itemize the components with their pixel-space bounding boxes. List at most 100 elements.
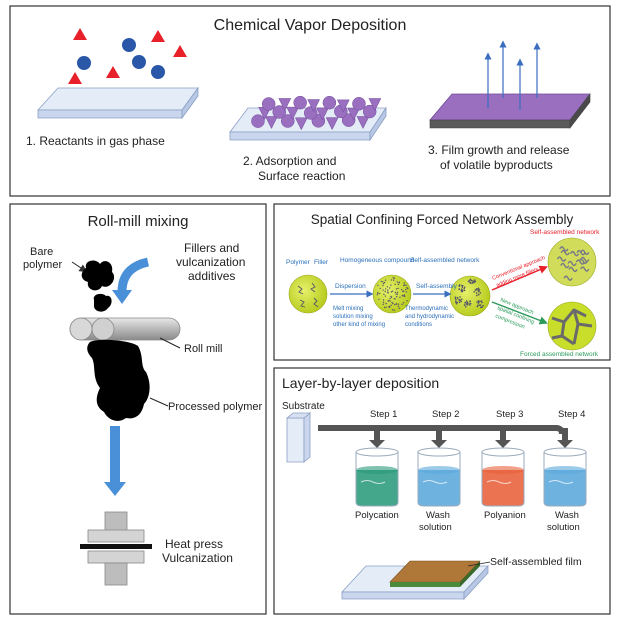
adsorbed-sphere — [272, 105, 286, 119]
cluster-dot — [476, 301, 478, 303]
cvd-panel: Chemical Vapor Deposition 1. Reactants i… — [9, 5, 611, 197]
bare-polymer-pointer — [71, 261, 88, 273]
cluster-dot — [455, 298, 457, 301]
filler-dot — [392, 279, 395, 281]
network-strand — [560, 249, 570, 256]
cluster-dot — [469, 302, 472, 305]
cluster-dot — [455, 301, 457, 304]
cluster-dot — [458, 288, 461, 290]
network-strand — [575, 259, 585, 265]
press-arrow-head — [104, 482, 126, 496]
cvd-step3-label-line2: of volatile byproducts — [440, 158, 553, 172]
filler-dot — [399, 296, 401, 299]
filler-dot — [405, 284, 407, 287]
filler-dot — [385, 302, 387, 305]
cluster-dot — [476, 305, 479, 308]
beaker-3 — [481, 447, 525, 507]
filler-dot — [387, 289, 389, 291]
cluster-dot — [456, 296, 459, 299]
homogeneous-label: Homogeneous compound — [340, 257, 415, 264]
spatial-title: Spatial Confining Forced Network Assembl… — [311, 212, 574, 227]
roll-mill-pointer — [159, 337, 181, 349]
filler-dot — [394, 283, 396, 286]
cluster-dot — [471, 279, 473, 282]
heat-press — [80, 511, 152, 586]
network-strand — [580, 266, 590, 272]
adsorbed-cone — [278, 98, 292, 112]
cluster-dot — [464, 306, 467, 308]
filler-dot — [393, 298, 396, 300]
cluster-dot — [460, 298, 463, 301]
adsorbed-cone — [286, 106, 300, 120]
lbl-panel: Layer-by-layer deposition Substrate Step… — [273, 367, 611, 615]
beaker4-label-line2: solution — [547, 522, 580, 533]
filler-dot — [382, 303, 384, 306]
beaker-4 — [543, 447, 587, 507]
filler-dot — [385, 306, 387, 308]
cluster-dot — [479, 292, 482, 294]
filler-dot — [397, 283, 400, 286]
filler-dot — [395, 295, 398, 298]
cluster-dot — [455, 300, 457, 302]
filler-dot — [403, 282, 405, 284]
filler-dot — [398, 307, 401, 309]
filler-dot — [401, 303, 403, 306]
filler-dot — [400, 289, 403, 291]
adsorbed-cone — [316, 107, 329, 121]
cluster-dot — [473, 279, 476, 281]
processed-pointer — [149, 397, 169, 407]
heat-press-label-line1: Heat press — [165, 537, 223, 551]
byproduct-arrows — [484, 40, 541, 110]
filler-dot — [396, 281, 399, 283]
heat-press-label-line2: Vulcanization — [162, 551, 233, 565]
network-strand — [578, 258, 588, 264]
bare-polymer-label-line1: Bare — [30, 246, 53, 258]
cluster-dot — [477, 302, 480, 305]
cluster-dot — [479, 306, 482, 309]
beaker-2 — [417, 447, 461, 507]
filler-dot — [405, 288, 407, 291]
network-strand — [556, 256, 567, 262]
cluster-dot — [479, 304, 482, 306]
beaker4-label-line1: Wash — [555, 510, 579, 521]
adsorbed-sphere — [352, 97, 366, 111]
filler-dot — [402, 290, 405, 292]
beakers — [355, 447, 587, 507]
filler-dot — [391, 301, 393, 304]
substrate-label: Substrate — [282, 401, 325, 412]
network-strand — [576, 249, 586, 256]
adsorbed-cone — [347, 107, 361, 121]
cvd-slab-3 — [429, 93, 591, 129]
fillers-label-line1: Fillers and — [184, 241, 239, 255]
thermo-label-line2: and hydrodynamic — [405, 314, 454, 320]
cluster-dot — [468, 279, 471, 282]
filler-dot — [389, 287, 391, 289]
filler-dot — [403, 294, 406, 296]
bare-polymer-label-line2: polymer — [23, 259, 62, 271]
self-assembled-film — [341, 560, 489, 601]
filler-dot — [390, 296, 393, 298]
cvd-slab-1 — [37, 86, 199, 120]
adsorbed-cone — [368, 98, 382, 112]
press-arrow-shaft — [110, 426, 120, 484]
filler-dot — [395, 288, 398, 290]
cluster-dot — [461, 286, 464, 289]
adsorbed-cone — [336, 99, 350, 113]
cluster-dot — [469, 300, 471, 303]
adsorbed-sphere — [293, 95, 307, 110]
cvd-step2-label-line1: 2. Adsorption and — [243, 154, 336, 168]
adsorbed-cone — [265, 116, 278, 130]
cluster-dot — [458, 285, 461, 287]
cluster-dot — [474, 280, 477, 283]
cluster-dot — [460, 284, 463, 287]
filler-dot — [382, 299, 385, 301]
roll-mill-rollers — [69, 317, 181, 341]
filler-dot — [397, 303, 400, 305]
filler-dot — [377, 284, 379, 287]
cluster-dot — [463, 286, 466, 288]
cluster-dot — [473, 291, 476, 293]
dispersion-label: Dispersion — [335, 283, 366, 290]
cluster-dot — [478, 300, 481, 303]
network-strand — [580, 249, 590, 255]
filler-dot — [382, 301, 385, 303]
